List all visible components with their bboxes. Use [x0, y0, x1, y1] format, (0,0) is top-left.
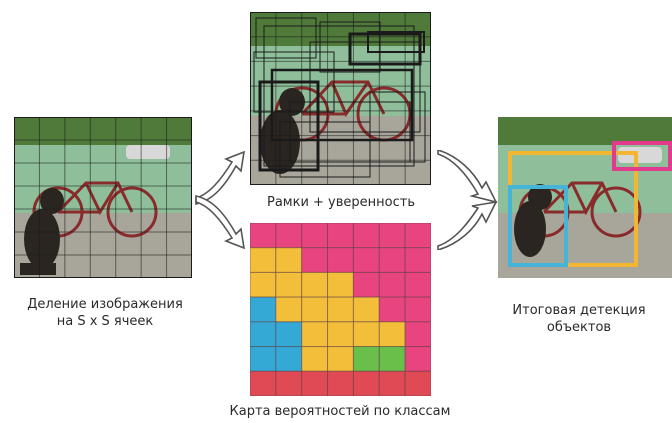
class-cell [275, 321, 303, 348]
class-cell [250, 247, 277, 273]
split-arrows [195, 150, 246, 250]
final-detection-panel [498, 117, 672, 278]
class-cell [404, 321, 431, 348]
class-cell [301, 296, 329, 323]
class-cell [250, 271, 277, 298]
arrow-merge-top-icon [437, 150, 498, 204]
input-image-grid-panel [14, 117, 192, 278]
class-cell [301, 321, 329, 348]
class-cell [301, 346, 329, 372]
arrow-up-icon [195, 150, 246, 205]
class-cell [327, 296, 354, 323]
dog-shape [20, 188, 64, 275]
class-cell [275, 296, 303, 323]
class-cell [404, 223, 431, 249]
class-cell [327, 370, 354, 396]
class-cell [378, 321, 406, 348]
class-probability-map [250, 223, 431, 396]
class-cell [378, 296, 406, 323]
class-cell [301, 223, 329, 249]
class-cell [404, 346, 431, 372]
class-cell [327, 223, 354, 249]
class-cell [301, 247, 329, 273]
class-cell [352, 370, 380, 396]
boxes-confidence-caption: Рамки + уверенность [266, 195, 415, 210]
boxes-grid [250, 12, 431, 185]
class-cell [301, 370, 329, 396]
boxes-confidence-panel [250, 12, 431, 185]
class-cell [275, 223, 303, 249]
class-cell [250, 370, 277, 396]
grid-split-caption: Деление изображения на S x S ячеек [27, 297, 183, 329]
arrow-down-icon [195, 195, 246, 250]
class-cell [378, 223, 406, 249]
class-cell [378, 247, 406, 273]
class-cell [404, 296, 431, 323]
class-cell [275, 346, 303, 372]
boxes-confidence-image [250, 12, 431, 185]
candidate-boxes [253, 17, 426, 178]
input-image-grid [14, 117, 192, 278]
class-cell [378, 346, 406, 372]
class-cell [352, 271, 380, 298]
class-cell [250, 223, 277, 249]
class-cell [378, 370, 406, 396]
class-cell [352, 247, 380, 273]
class-cell [404, 271, 431, 298]
class-cell [250, 296, 277, 323]
final-detection-caption: Итоговая детекция объектов [512, 303, 646, 335]
class-cell [275, 370, 303, 396]
class-cell [327, 247, 354, 273]
class-cell [352, 223, 380, 249]
final-detection-image [498, 117, 672, 278]
class-cell [275, 247, 303, 273]
class-cell [404, 370, 431, 396]
class-cell [352, 346, 380, 372]
merge-arrows [437, 150, 498, 250]
class-cell [378, 271, 406, 298]
class-cell [301, 271, 329, 298]
class-cell [352, 321, 380, 348]
arrow-merge-bottom-icon [437, 200, 498, 250]
detection-box-car [612, 141, 672, 171]
class-cell [327, 271, 354, 298]
class-cell [275, 271, 303, 298]
class-probability-map-panel [250, 223, 431, 396]
class-cell [404, 247, 431, 273]
class-probability-map-caption: Карта вероятностей по классам [229, 404, 451, 419]
class-cell [352, 296, 380, 323]
class-cell [327, 346, 354, 372]
detection-box-dog [508, 185, 568, 267]
class-cell [250, 346, 277, 372]
s-by-s-grid [14, 117, 192, 278]
class-cell [250, 321, 277, 348]
class-cell [327, 321, 354, 348]
